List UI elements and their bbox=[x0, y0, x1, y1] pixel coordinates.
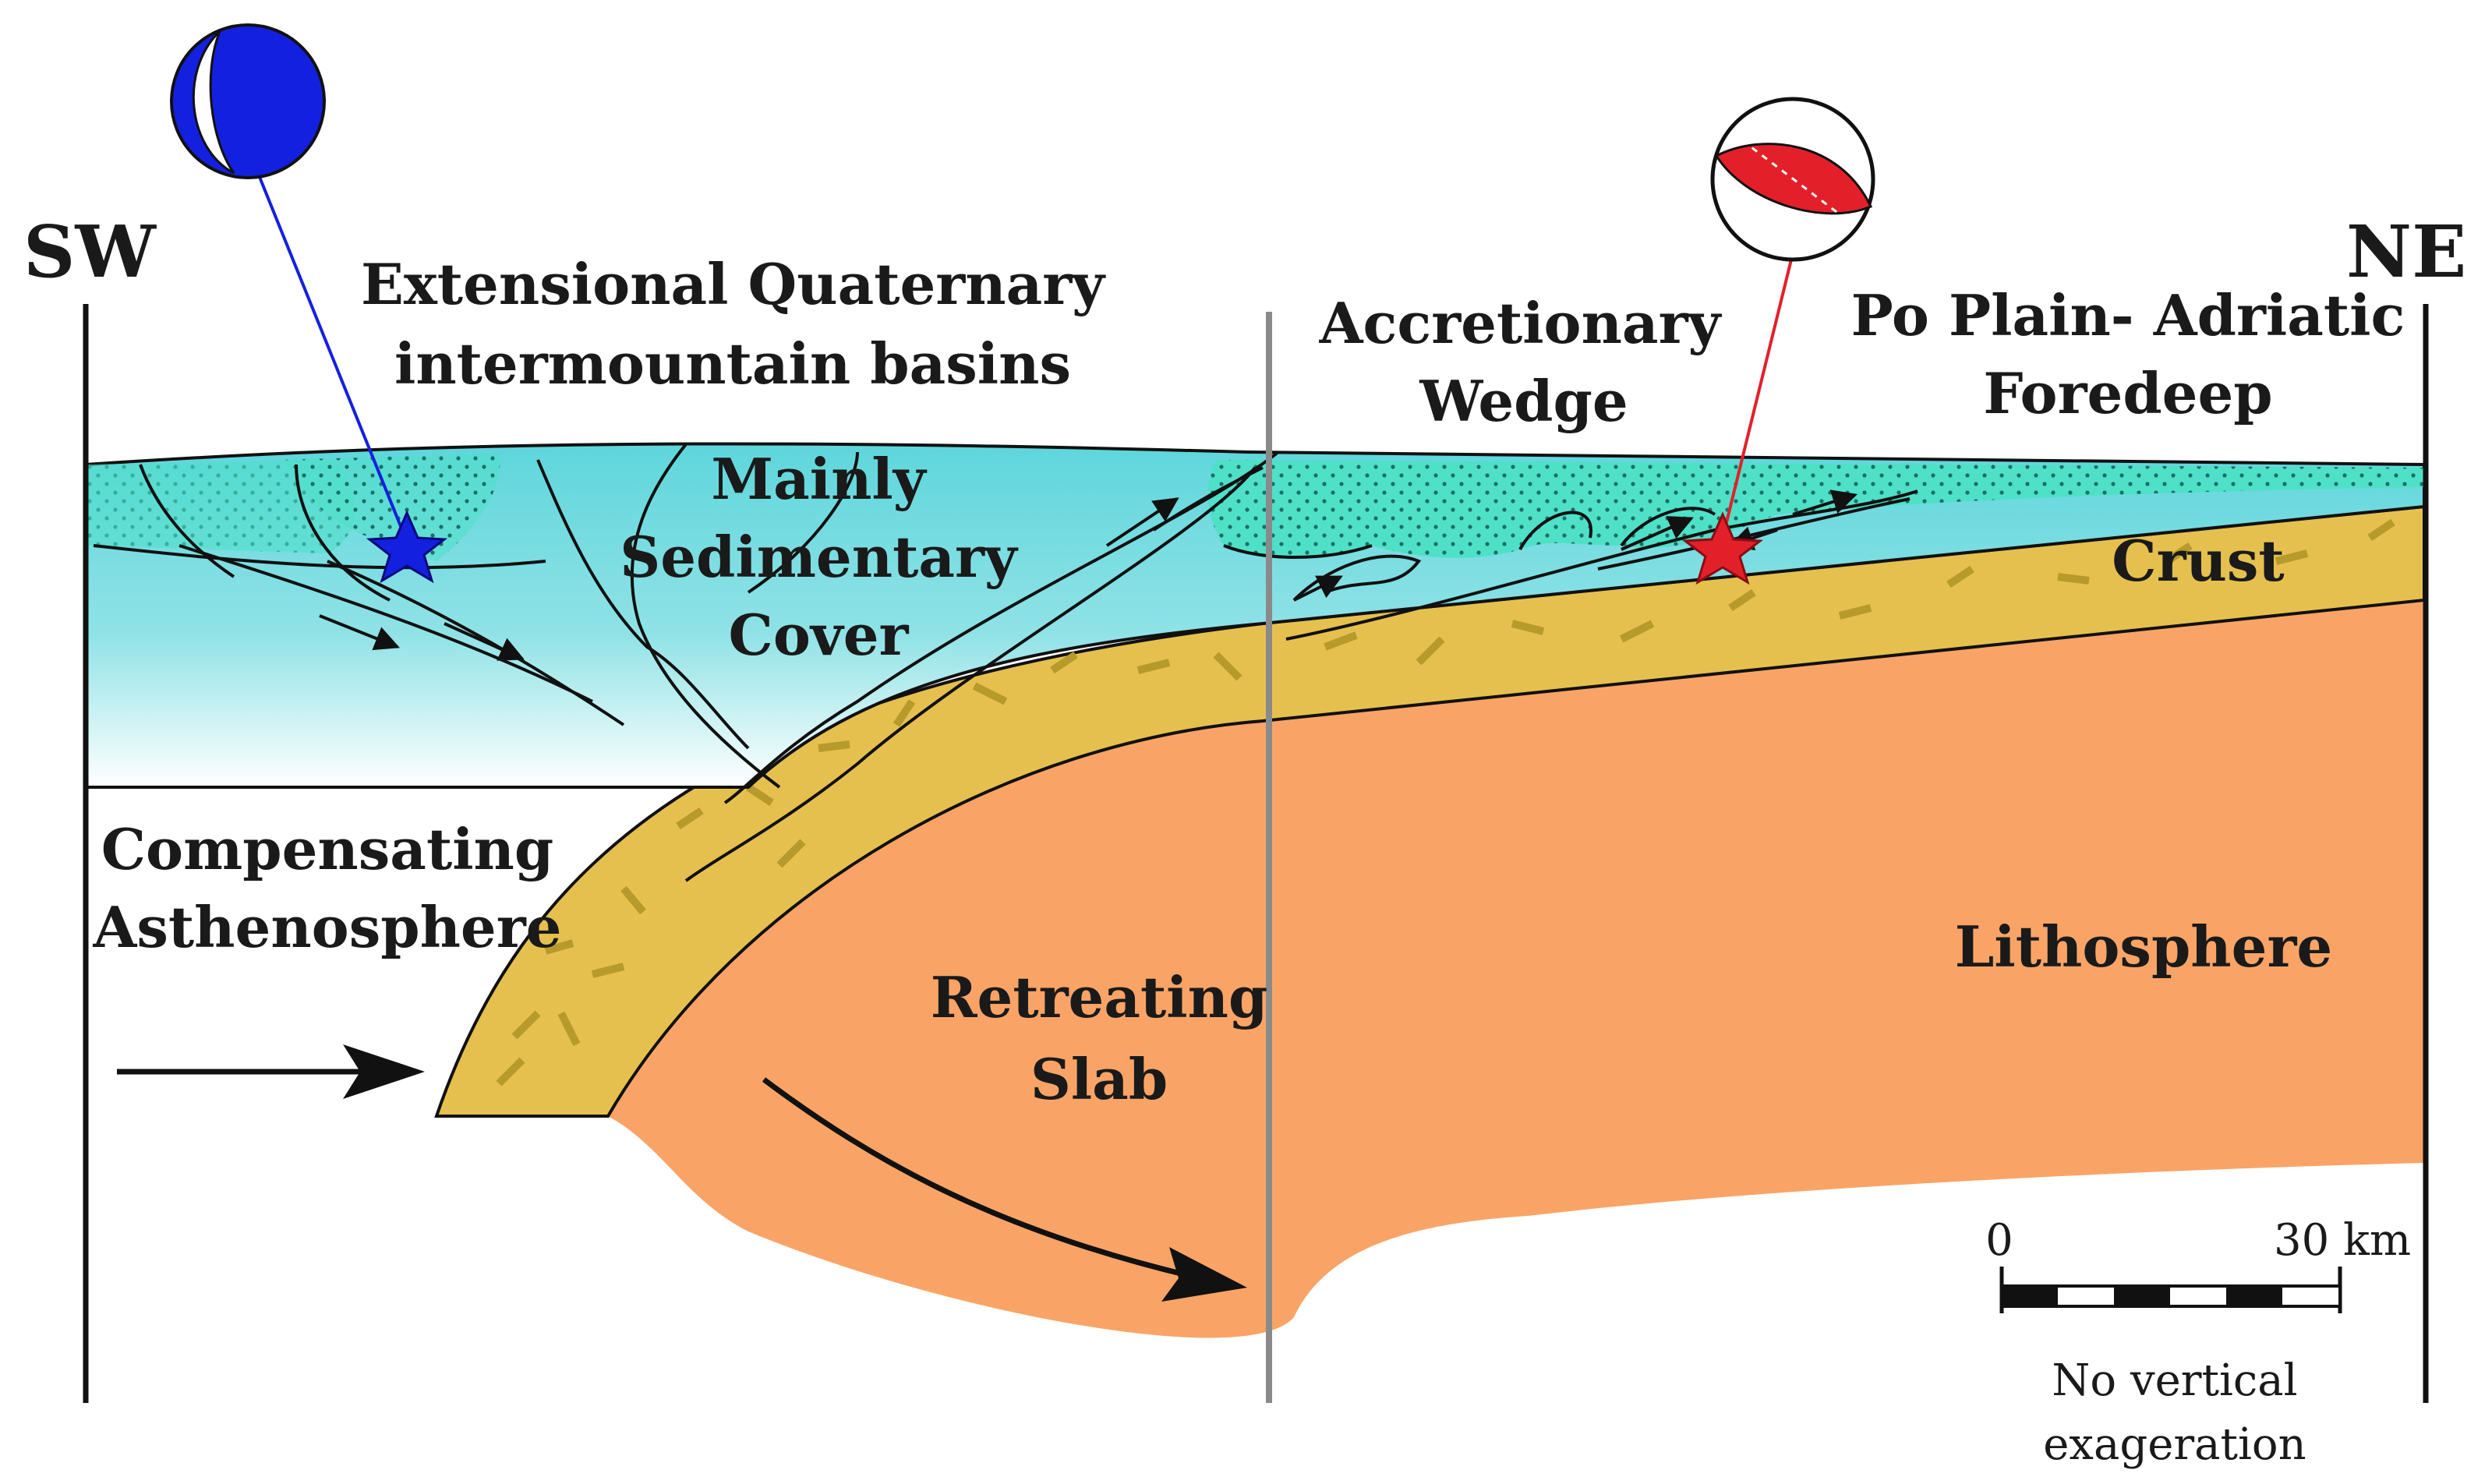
basins-title-2: intermountain basins bbox=[394, 330, 1071, 397]
scale-end: 30 km bbox=[2274, 1215, 2411, 1266]
star-icon bbox=[366, 510, 448, 584]
asthenosphere-label-1: Compensating bbox=[101, 816, 554, 882]
ne-label: NE bbox=[2346, 210, 2466, 294]
crust-texture bbox=[496, 518, 2395, 1086]
lithosphere-body bbox=[608, 600, 2424, 1338]
foredeep-dots bbox=[1207, 460, 2424, 558]
sw-label: SW bbox=[23, 210, 157, 294]
extensional-focal-mechanism-icon bbox=[170, 23, 407, 539]
foredeep-label-2: Foredeep bbox=[1983, 360, 2272, 426]
basin-fill-left-bg bbox=[86, 460, 355, 553]
slab-label-1: Retreating bbox=[931, 964, 1268, 1030]
kinematic-arrows bbox=[319, 489, 1858, 661]
scale-start: 0 bbox=[1985, 1215, 2013, 1266]
normal-faults bbox=[93, 443, 1280, 882]
asthenosphere-label-2: Asthenosphere bbox=[93, 894, 562, 960]
scale-bar: 0 30 km No vertical exageration bbox=[1985, 1215, 2411, 1470]
cover-label-3: Cover bbox=[729, 602, 910, 668]
basin-fill-mid-dots bbox=[281, 454, 500, 561]
compressional-focal-mechanism-icon bbox=[1710, 97, 1875, 523]
scale-note-2: exageration bbox=[2043, 1419, 2306, 1470]
star-icon bbox=[1681, 511, 1764, 585]
foredeep-label-1: Po Plain- Adriatic bbox=[1851, 282, 2405, 348]
slab-retreat-arrow bbox=[762, 1077, 1247, 1302]
basins-title-1: Extensional Quaternary bbox=[361, 251, 1106, 317]
wedge-label-1: Accretionary bbox=[1319, 290, 1723, 356]
sedimentary-cover bbox=[84, 442, 2426, 789]
cover-label-2: Sedimentary bbox=[620, 524, 1019, 590]
cover-label-1: Mainly bbox=[711, 446, 927, 512]
asthenosphere-arrow bbox=[117, 1044, 425, 1099]
scale-note-1: No vertical bbox=[2052, 1355, 2297, 1406]
wedge-label-2: Wedge bbox=[1419, 368, 1628, 434]
lithosphere-label: Lithosphere bbox=[1955, 913, 2332, 980]
crust-label: Crust bbox=[2112, 528, 2284, 594]
slab-label-2: Slab bbox=[1030, 1046, 1168, 1112]
